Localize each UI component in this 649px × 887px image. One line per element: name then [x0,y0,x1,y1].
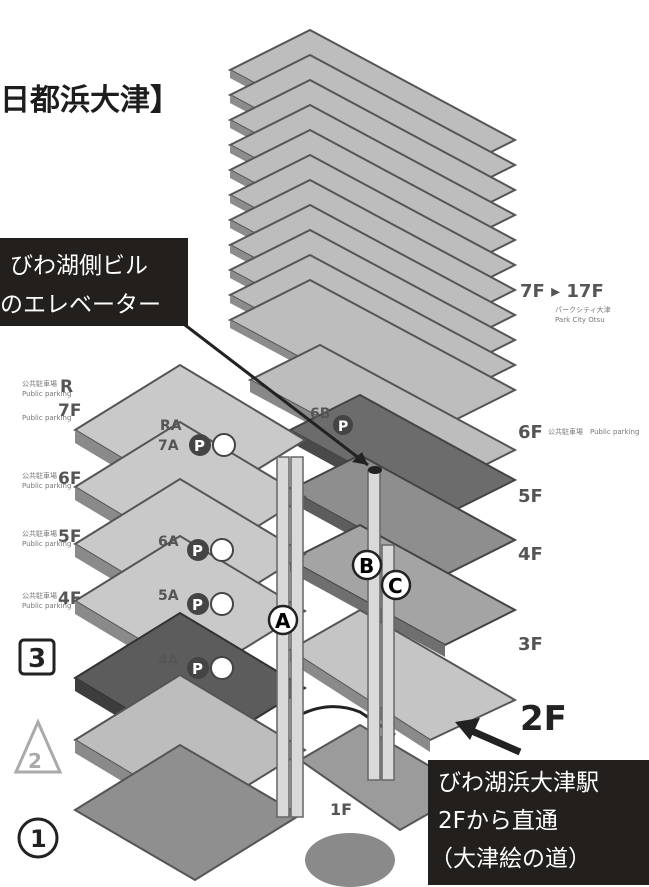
right-floor-labels: 7F ▸ 17F パークシティ大津 Park City Otsu 6F 公共駐車… [310,281,639,819]
slab-label-4a: 4A [158,653,179,669]
floor-sub-r: Public parking [22,390,71,398]
level-badges: 3 2 1 [13,638,63,859]
slab-label-5a: 5A [158,588,179,604]
svg-text:P: P [194,437,205,455]
title: 日都浜大津】 [0,83,180,118]
elevator-marker-c [380,569,412,601]
restroom-icon [212,433,236,457]
floor-label-4f: 4F [58,589,81,609]
floor-label-2f: 2F [520,699,567,739]
callout-top-line2: のエレベーター [0,292,161,318]
station-arrow [463,724,522,756]
level-badge-3 [18,638,56,676]
floor-label-r: R [60,377,73,397]
callout-bottom: びわ湖浜大津駅 2Fから直通 （大津絵の道） [428,760,649,885]
tower-stack [227,28,518,438]
svg-text:3: 3 [28,644,46,674]
svg-text:P: P [192,596,203,614]
callout-bottom-line3: （大津絵の道） [430,846,591,872]
floor-note-4f: 公共駐車場 [22,591,57,600]
svg-text:P: P [338,419,348,435]
elevator-shaft-a [276,456,304,818]
tower-name: パークシティ大津 [555,305,611,314]
floor-sub-7f: Public parking [22,414,71,422]
parking-icon [189,434,211,456]
left-floor-labels: 公共駐車場 R Public parking 7F Public parking… [22,377,81,610]
floor-label-7f: 7F [58,401,81,421]
svg-text:A: A [275,609,291,633]
level-badge-1 [17,817,59,859]
parking-icon [187,657,209,679]
slab-label-6b: 6B [310,406,330,422]
tower-name-en: Park City Otsu [555,316,605,324]
parking-icon [187,539,209,561]
tool-icon [210,656,234,680]
callout-bottom-line2: 2Fから直通 [438,808,558,834]
callout-top-line1: びわ湖側ビル [10,253,148,279]
floor-label-1f: 1F [330,800,352,819]
floor-sub-5f: Public parking [22,540,71,548]
floor-sub-6f-right: Public parking [590,428,639,436]
level-badge-2 [13,718,63,774]
parking-icon [187,593,209,615]
callout-bottom-line1: びわ湖浜大津駅 [438,770,599,796]
svg-text:C: C [388,574,403,598]
floor-note-r: 公共駐車場 [22,379,57,388]
floor-sub-4f: Public parking [22,602,71,610]
svg-text:1: 1 [30,825,47,853]
elevator-shaft-bc [367,466,395,781]
svg-text:B: B [359,554,374,578]
svg-text:P: P [192,542,203,560]
slab-label-6a: 6A [158,534,179,550]
floor-note-5f: 公共駐車場 [22,529,57,538]
slab-label-ra: RA [160,418,182,434]
parking-icon [333,415,353,435]
elevator-marker-b [351,549,383,581]
floor-label-3f-right: 3F [518,634,543,655]
floor-label-5f-right: 5F [518,486,543,507]
floor-note-6f: 公共駐車場 [22,471,57,480]
floor-note-6f-right: 公共駐車場 [548,427,583,436]
floor-sub-6f: Public parking [22,482,71,490]
callout-top: びわ湖側ビル のエレベーター [0,238,188,326]
floor-label-6f: 6F [58,469,81,489]
floor-label-6f-right: 6F [518,422,543,443]
svg-text:2: 2 [28,749,42,773]
facility-icon [210,538,234,562]
slab-label-7a: 7A [158,438,179,454]
elevator-marker-a [267,604,299,636]
plaza-ellipse [305,833,395,887]
elevator-markers: A B C [267,549,412,636]
svg-text:P: P [192,660,203,678]
callout-arrow [184,323,369,467]
facility-icon [210,592,234,616]
floor-label-5f: 5F [58,527,81,547]
floor-label-4f-right: 4F [518,544,543,565]
floor-label-7-17: 7F ▸ 17F [520,281,604,302]
left-slab-labels: RA 7A 6A 5A 4A P P P P [158,418,236,680]
